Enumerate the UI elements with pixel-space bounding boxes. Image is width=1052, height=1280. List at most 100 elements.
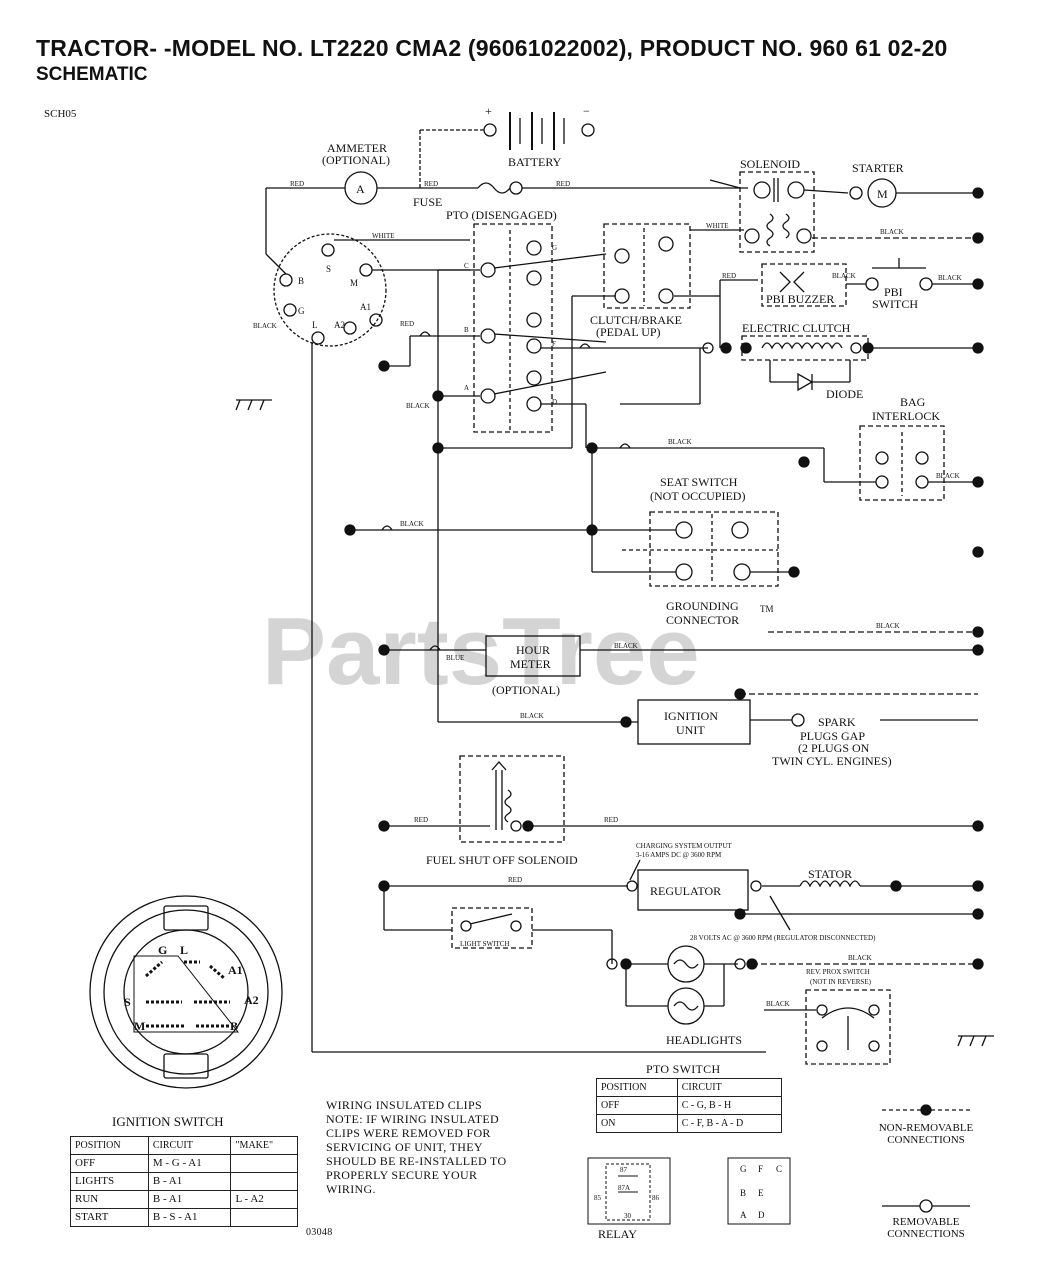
seat-switch: SEAT SWITCH (NOT OCCUPIED) <box>622 475 779 587</box>
ground-symbol-left <box>235 399 272 411</box>
charging-note: CHARGING SYSTEM OUTPUT <box>636 842 732 850</box>
headlights: HEADLIGHTS <box>606 945 758 1047</box>
wire-label-red-solenoid: RED <box>556 180 570 188</box>
charging-note-2: 3-16 AMPS DC @ 3600 RPM <box>636 851 722 859</box>
pbi-switch-label-2: SWITCH <box>872 297 918 311</box>
relay-pin-86: 86 <box>652 1194 660 1202</box>
pbi-switch-label: PBI <box>884 285 903 299</box>
spark-plugs-label-3: (2 PLUGS ON <box>798 741 870 755</box>
solenoid: SOLENOID <box>709 157 849 253</box>
fuse: FUSE RED <box>413 180 748 209</box>
term-l: L <box>312 320 318 330</box>
bag-interlock-switch: BAG INTERLOCK BLACK <box>859 395 984 501</box>
battery-plus-label: + <box>485 104 492 118</box>
wire-label-black-hour: BLACK <box>614 642 638 650</box>
ignition-switch-symbol: S M B G L A1 A2 BLACK <box>253 233 387 347</box>
legend-nonremovable-label-2: CONNECTIONS <box>887 1134 965 1146</box>
wire-label-black-seat: BLACK <box>400 520 424 528</box>
pto-term-a: A <box>464 384 469 392</box>
bag-interlock-label: BAG <box>900 395 926 409</box>
fuse-label: FUSE <box>413 195 442 209</box>
relay-label: RELAY <box>598 1227 637 1241</box>
pbi-buzzer-label: PBI BUZZER <box>766 292 834 306</box>
ign-table-cell: B - A1 <box>147 1172 232 1191</box>
ign-table-header-circuit: CIRCUIT <box>147 1136 232 1155</box>
diode-label: DIODE <box>826 387 863 401</box>
ignition-switch-label: IGNITION SWITCH <box>112 1114 224 1129</box>
pto-grid-a: A <box>740 1210 747 1220</box>
wire-label-black-ign-unit: BLACK <box>520 712 544 720</box>
relay-pin-87a: 87A <box>618 1184 630 1192</box>
pto-term-b: B <box>464 326 469 334</box>
pto-term-f: F <box>552 340 556 348</box>
starter: M STARTER <box>849 161 984 208</box>
wire-label-black-rev: BLACK <box>766 1000 790 1008</box>
relay-pin-87: 87 <box>620 1166 628 1174</box>
ign-face-a2: A2 <box>244 993 259 1007</box>
ign-face-s: S <box>124 995 131 1009</box>
hour-meter-optional-label: (OPTIONAL) <box>492 683 560 697</box>
fuel-solenoid-label: FUEL SHUT OFF SOLENOID <box>426 853 578 867</box>
ign-table-cell: START <box>70 1208 149 1227</box>
ground-symbol-right <box>957 1035 994 1047</box>
pto-switch: PTO (DISENGAGED) G C B F A D <box>446 208 607 433</box>
wire-label-red-fuel: RED <box>414 816 428 824</box>
pto-grid-e: E <box>758 1188 764 1198</box>
pto-grid-g: G <box>740 1164 747 1174</box>
wire-label-black-main: BLACK <box>668 438 692 446</box>
ign-table-cell: OFF <box>70 1154 149 1173</box>
ammeter: A AMMETER (OPTIONAL) RED RED <box>266 141 478 205</box>
regulator: REGULATOR <box>637 869 749 911</box>
hour-meter: HOUR METER (OPTIONAL) BLUE BLACK <box>378 635 984 697</box>
regulator-label: REGULATOR <box>650 884 721 898</box>
ign-face-a1: A1 <box>228 963 243 977</box>
pto-term-d: D <box>552 398 557 406</box>
ign-table-cell: M - G - A1 <box>147 1154 232 1173</box>
wire-label-white-ign: WHITE <box>372 232 395 240</box>
wire-label-black-headlights: BLACK <box>848 954 872 962</box>
pto-table-cell: ON <box>596 1114 678 1133</box>
battery: + − BATTERY <box>419 104 595 188</box>
pto-terminal-grid: G F C B E A D <box>727 1157 791 1225</box>
grounding-label-2: CONNECTOR <box>666 613 739 627</box>
pto-grid-f: F <box>758 1164 763 1174</box>
wire-label-black-bag: BLACK <box>936 472 960 480</box>
wire-label-white: WHITE <box>706 222 729 230</box>
pbi-switch: PBI SWITCH BLACK <box>846 258 984 311</box>
pto-table-cell: C - F, B - A - D <box>676 1114 783 1133</box>
relay-pin-30: 30 <box>624 1212 632 1220</box>
ign-table-cell <box>230 1172 298 1191</box>
ign-face-b: B <box>230 1019 238 1033</box>
battery-minus-label: − <box>583 104 590 118</box>
pto-label: PTO (DISENGAGED) <box>446 208 557 222</box>
table-row: OFF M - G - A1 <box>70 1154 298 1173</box>
starter-label: STARTER <box>852 161 904 175</box>
table-row: OFF C - G, B - H <box>596 1096 783 1115</box>
pto-table-cell: OFF <box>596 1096 678 1115</box>
ignition-unit-label-2: UNIT <box>676 723 705 737</box>
term-s: S <box>326 264 331 274</box>
note-line: SHOULD BE RE-INSTALLED TO <box>326 1154 507 1168</box>
table-row: ON C - F, B - A - D <box>596 1114 783 1133</box>
spark-plugs-label-4: TWIN CYL. ENGINES) <box>772 754 892 768</box>
pto-grid-b: B <box>740 1188 746 1198</box>
headlights-label: HEADLIGHTS <box>666 1033 742 1047</box>
table-row: RUN B - A1 L - A2 <box>70 1190 298 1209</box>
ign-table-header-make: "MAKE" <box>230 1136 298 1155</box>
relay-pin-85: 85 <box>594 1194 602 1202</box>
legend-removable: REMOVABLE CONNECTIONS <box>864 1216 988 1240</box>
clutch-brake-sub-label: (PEDAL UP) <box>596 325 661 339</box>
legend-nonremovable: NON-REMOVABLE CONNECTIONS <box>864 1122 988 1146</box>
relay: 87 87A 85 86 30 RELAY <box>587 1157 671 1241</box>
ign-face-m: M <box>134 1019 145 1033</box>
ign-table-cell: LIGHTS <box>70 1172 149 1191</box>
legend-nonremovable-symbol <box>882 1104 970 1116</box>
legend-removable-symbol <box>882 1199 970 1213</box>
note-line: CLIPS WERE REMOVED FOR <box>326 1126 491 1140</box>
table-row: LIGHTS B - A1 <box>70 1172 298 1191</box>
wire-label-black-pbi: BLACK <box>832 272 856 280</box>
ign-table-cell: L - A2 <box>230 1190 298 1209</box>
pto-grid-d: D <box>758 1210 765 1220</box>
wire-label-red-pto: RED <box>400 320 414 328</box>
term-m: M <box>350 278 358 288</box>
